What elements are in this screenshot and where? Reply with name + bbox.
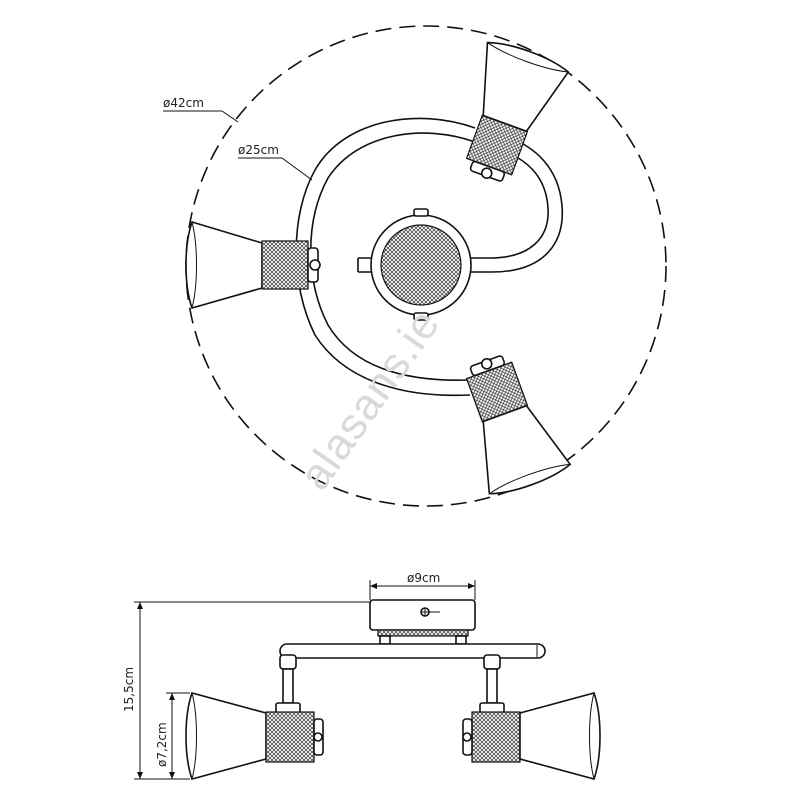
outer-diameter-label: ø42cm xyxy=(163,96,204,110)
spotlight-left xyxy=(185,221,321,309)
watermark: alasans.ie xyxy=(290,300,450,499)
side-spotlight-left xyxy=(185,692,324,780)
top-view: ø42cm ø25cm xyxy=(163,25,667,507)
base-diameter-label: ø9cm xyxy=(407,571,440,585)
center-canopy xyxy=(370,208,472,321)
arm-bar xyxy=(279,643,546,659)
arm-diameter-label: ø25cm xyxy=(238,143,279,157)
height-label: 15,5cm xyxy=(122,667,136,712)
spotlight-bottom-right xyxy=(465,355,572,495)
side-spotlight-right xyxy=(462,692,601,780)
spotlight-top-right xyxy=(465,41,570,182)
side-view: ø9cm 15,5cm ø7,2cm xyxy=(122,571,601,780)
shade-diameter-label: ø7,2cm xyxy=(155,722,169,767)
